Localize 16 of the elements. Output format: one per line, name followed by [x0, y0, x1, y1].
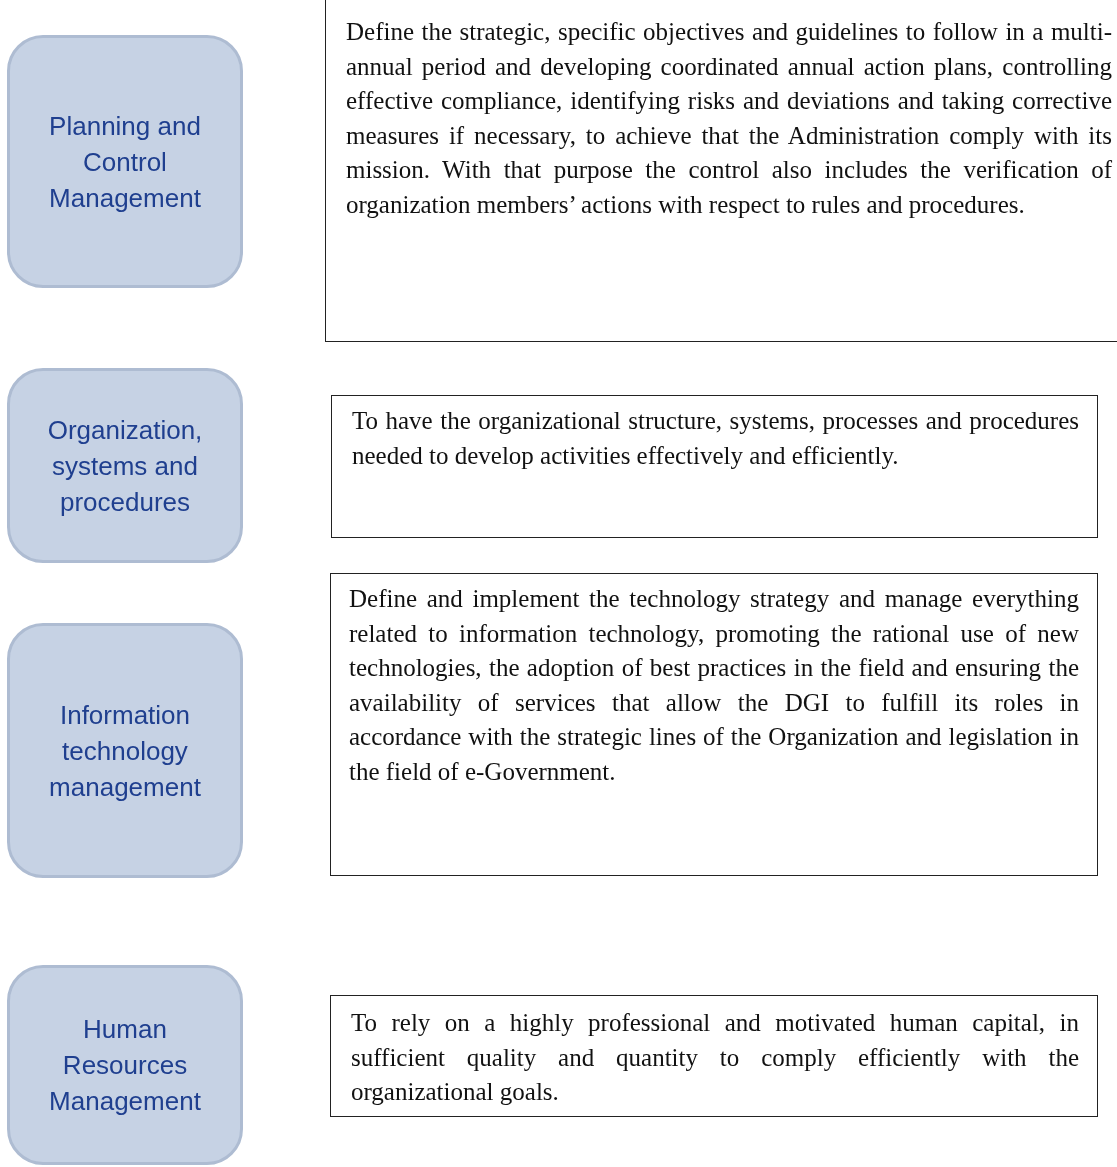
rounded-category-box	[7, 368, 243, 563]
description-box	[325, 0, 1117, 342]
rounded-category-box	[7, 623, 243, 878]
description-box	[330, 573, 1098, 876]
description-box	[330, 995, 1098, 1117]
description-text: Define the strategic, specific objectives and guidelines to follow in a multi-annual period and developing coordinated annual action plans, controlling effective compliance, identifying risks and deviations and taking corrective measures if necessary, to achieve that the Administration comply with its mission. With that purpose the control also includes the verification of organization members’ actions with respect to rules and procedures.	[346, 17, 1112, 220]
category-label: Human Resources Management	[48, 1013, 202, 1118]
description-box	[331, 395, 1098, 538]
category-label: Planning and Control Management	[48, 109, 202, 215]
category-label: Organization, systems and procedures	[46, 413, 204, 519]
rounded-category-box	[7, 35, 243, 288]
description-text: To rely on a highly professional and motivated human capital, in sufficient quality and quantity to comply efficiently with the organizational goals.	[351, 1008, 1079, 1107]
description-text: Define and implement the technology strategy and manage everything related to information technology, promoting the rational use of new technologies, the adoption of best practices in the field and ensuring the availability of services that allow the DGI to fulfill its roles in accordance with the strategic lines of the Organization and legislation in the field of e-Government.	[349, 584, 1079, 787]
rounded-category-box	[7, 965, 243, 1165]
description-text: To have the organizational structure, systems, processes and procedures needed to develop activities effectively and efficiently.	[352, 406, 1079, 471]
category-label: Information technology management	[48, 698, 202, 804]
